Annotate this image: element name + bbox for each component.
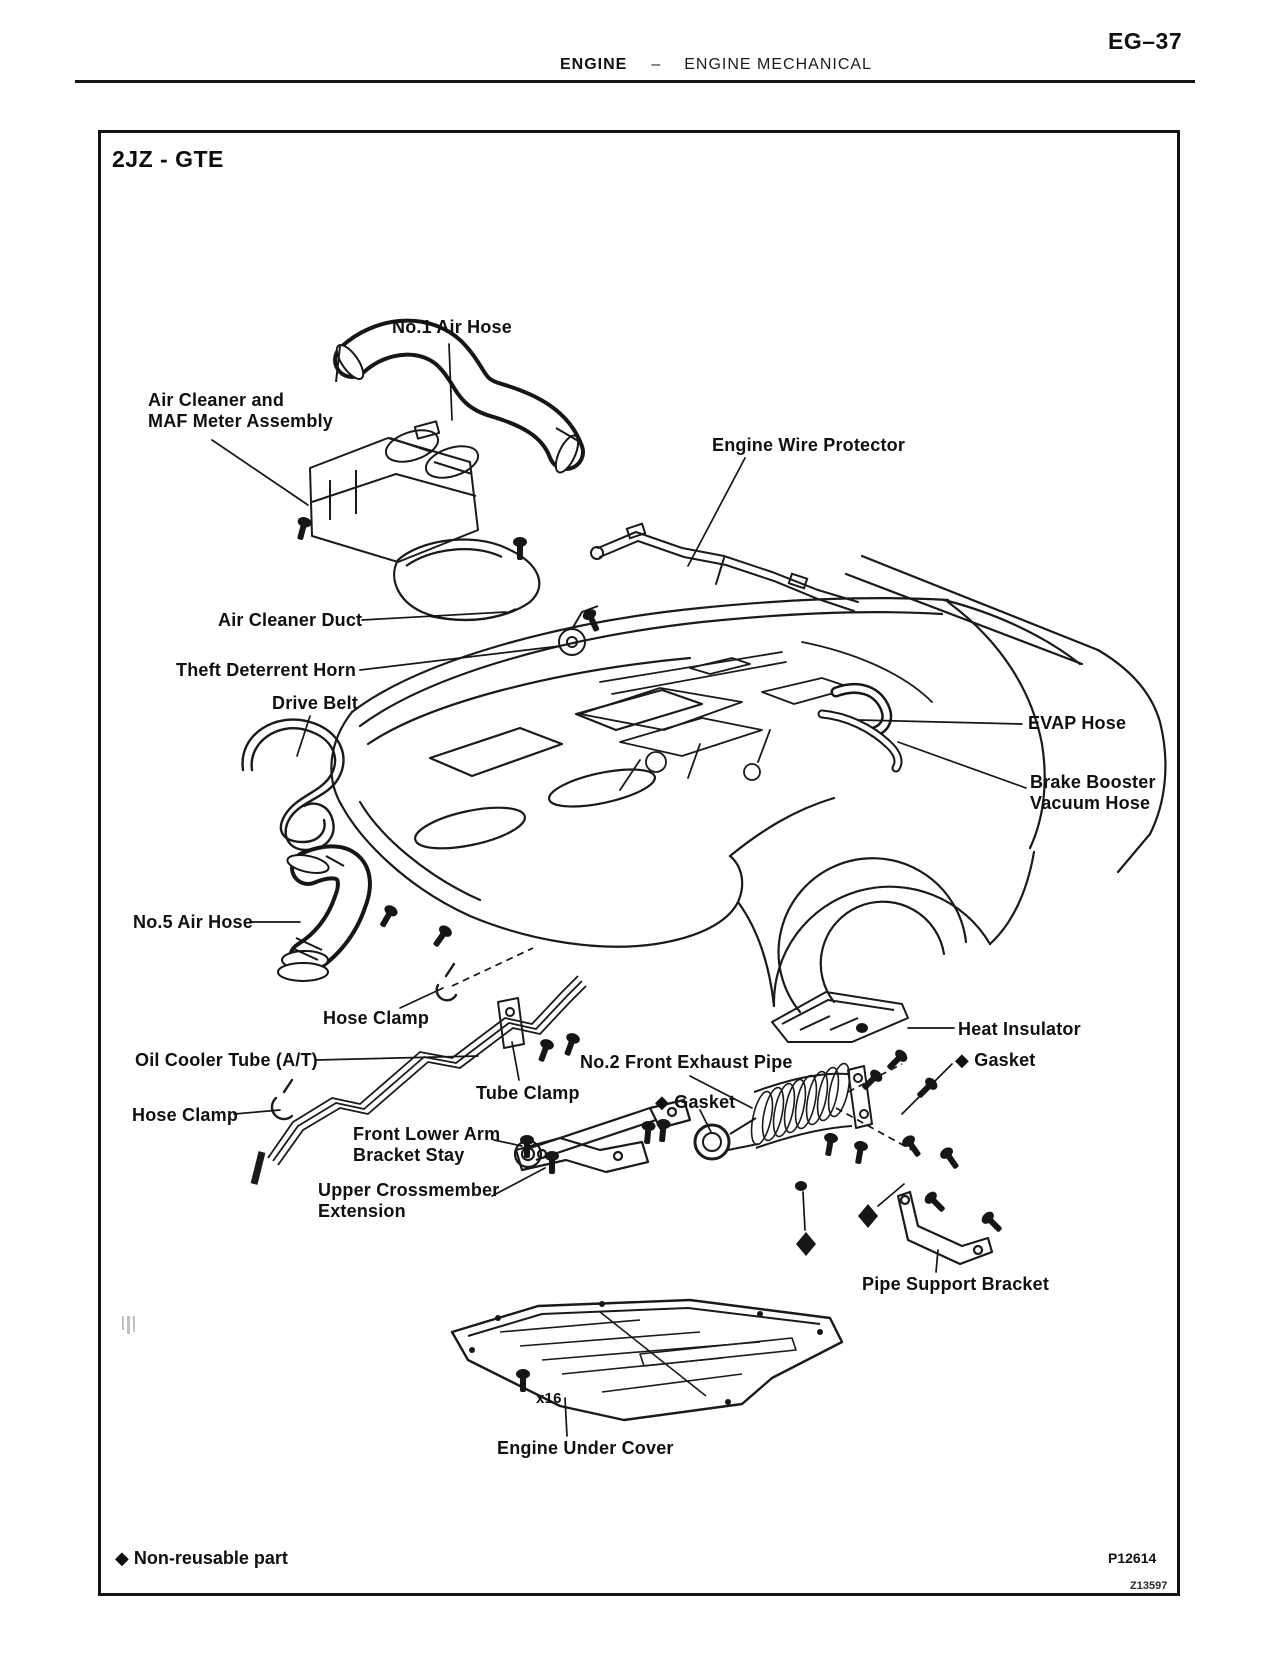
label-air-cleaner-maf: Air Cleaner and MAF Meter Assembly	[148, 390, 333, 431]
no1-air-hose-part	[333, 318, 585, 474]
label-evap-hose: EVAP Hose	[1028, 713, 1127, 733]
fastener-bolts	[293, 515, 1006, 1392]
page-header: ENGINE – ENGINE MECHANICAL	[560, 56, 872, 74]
label-bolt-count: x16	[536, 1390, 562, 1407]
label-theft-deterrent-horn: Theft Deterrent Horn	[176, 660, 357, 680]
brake-booster-hose-part	[817, 709, 903, 773]
air-cleaner-duct-part	[393, 538, 541, 622]
label-no1-air-hose: No.1 Air Hose	[392, 317, 512, 337]
evap-hose-part	[830, 683, 893, 738]
air-cleaner-assembly-part	[309, 420, 480, 563]
tube-clamp-part	[497, 997, 525, 1049]
label-hose-clamp-1: Hose Clamp	[323, 1008, 430, 1028]
figure-title: 2JZ - GTE	[112, 146, 224, 172]
oil-cooler-tube-part	[250, 975, 587, 1185]
engine-bay-parts	[579, 641, 933, 791]
page-number: EG–37	[1108, 28, 1183, 54]
label-air-cleaner-duct: Air Cleaner Duct	[218, 610, 363, 630]
hose-clamp-parts	[270, 962, 458, 1121]
header-subsection: ENGINE MECHANICAL	[684, 56, 872, 73]
pipe-support-bracket-part	[896, 1190, 994, 1266]
no5-air-hose-part	[277, 844, 372, 982]
drive-belt-part	[241, 718, 345, 852]
label-engine-wire-protector: Engine Wire Protector	[712, 435, 906, 455]
dashed-leader-lines	[451, 947, 913, 1151]
figure-code: P12614	[1108, 1550, 1157, 1566]
print-artifact	[122, 1316, 135, 1334]
engine-wire-protector-part	[590, 522, 859, 612]
leader-lines	[211, 343, 1027, 1437]
label-brake-booster-vacuum-hose: Brake Booster Vacuum Hose	[1030, 772, 1156, 813]
label-heat-insulator: Heat Insulator	[958, 1019, 1081, 1039]
label-engine-under-cover: Engine Under Cover	[497, 1438, 674, 1458]
label-pipe-support-bracket: Pipe Support Bracket	[862, 1274, 1050, 1294]
label-front-lower-arm-bracket-stay: Front Lower Arm Bracket Stay	[353, 1124, 501, 1165]
car-body-outline	[330, 554, 1167, 1014]
engine-under-cover-part	[450, 1298, 844, 1422]
legend-non-reusable: ◆ Non-reusable part	[115, 1548, 288, 1568]
label-no2-front-exhaust-pipe: No.2 Front Exhaust Pipe	[580, 1052, 793, 1072]
label-gasket-right: ◆ Gasket	[955, 1050, 1036, 1070]
non-reusable-diamond-icon	[796, 1204, 878, 1256]
heat-insulator-part	[771, 991, 909, 1043]
label-no5-air-hose: No.5 Air Hose	[133, 912, 253, 932]
label-hose-clamp-2: Hose Clamp	[132, 1105, 239, 1125]
label-tube-clamp: Tube Clamp	[476, 1083, 580, 1103]
label-upper-crossmember-extension: Upper Crossmember Extension	[318, 1180, 500, 1221]
theft-deterrent-horn-part	[558, 605, 599, 656]
header-separator: –	[651, 56, 661, 73]
exhaust-pipe-part	[693, 1062, 873, 1161]
print-code: Z13597	[1130, 1580, 1168, 1592]
header-section: ENGINE	[560, 56, 628, 73]
label-gasket-lower: ◆ Gasket	[655, 1092, 736, 1112]
header-rule	[75, 80, 1195, 83]
label-drive-belt: Drive Belt	[272, 693, 359, 713]
label-oil-cooler-tube: Oil Cooler Tube (A/T)	[135, 1050, 318, 1070]
